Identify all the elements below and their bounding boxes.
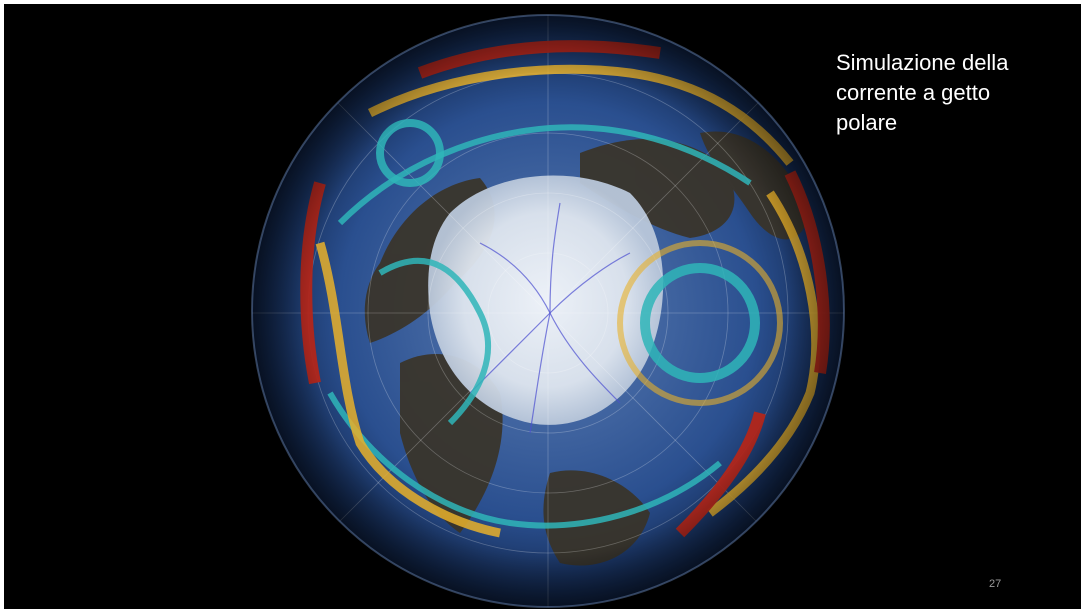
slide-title-line-3: polare [836,110,898,135]
polar-jet-stream-globe [251,14,845,608]
slide-title: Simulazione della corrente a getto polar… [836,48,1056,138]
slide-title-line-1: Simulazione della [836,50,1009,75]
slide: Simulazione della corrente a getto polar… [4,4,1081,609]
slide-title-line-2: corrente a getto [836,80,991,105]
jet-stream-globe-image [250,13,846,609]
page-number: 27 [989,578,1002,590]
